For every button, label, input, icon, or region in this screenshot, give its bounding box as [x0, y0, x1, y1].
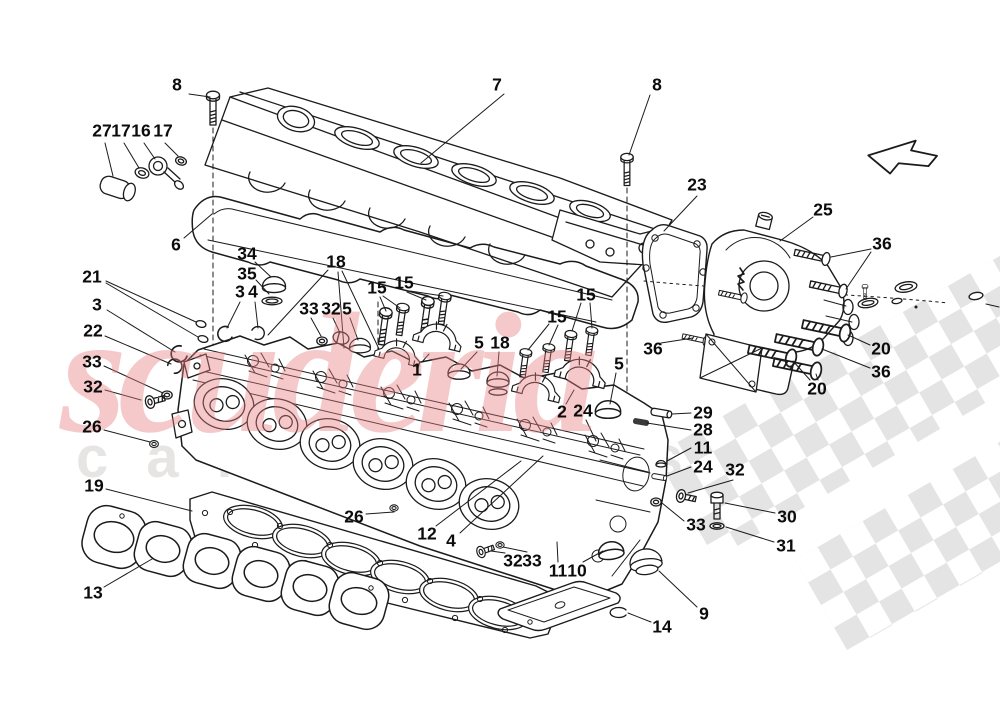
core-plugs	[474, 539, 663, 619]
part-callout-20: 20	[871, 338, 891, 359]
part-callout-15: 15	[547, 306, 567, 327]
part-callout-23: 23	[687, 174, 707, 195]
part-callout-31: 31	[776, 535, 796, 556]
part-callout-33: 33	[299, 298, 319, 319]
part-callout-8: 8	[172, 74, 182, 95]
part-callout-26: 26	[82, 416, 102, 437]
part-callout-29: 29	[693, 402, 713, 423]
part-callout-24: 24	[693, 456, 713, 477]
part-callout-36: 36	[872, 233, 892, 254]
part-callout-32: 32	[321, 298, 341, 319]
part-callout-5: 5	[474, 332, 484, 353]
part-callout-16: 16	[131, 120, 151, 141]
intake-manifold-gasket	[81, 504, 390, 631]
part-callout-21: 21	[82, 266, 102, 287]
part-callout-33: 33	[686, 514, 706, 535]
lower-cover-plate	[497, 580, 621, 632]
part-callout-10: 10	[567, 560, 587, 581]
valve-cover	[204, 87, 677, 298]
part-callout-12: 12	[417, 523, 437, 544]
cam-caps-and-plugs	[143, 275, 622, 512]
part-callout-11: 11	[548, 560, 568, 581]
part-callout-32: 32	[83, 376, 103, 397]
part-callout-30: 30	[777, 506, 797, 527]
part-callout-32: 32	[503, 550, 523, 571]
part-callout-17: 17	[153, 120, 173, 141]
end-cover-gasket	[641, 223, 708, 324]
part-callout-15: 15	[576, 284, 596, 305]
part-callout-32: 32	[725, 459, 745, 480]
part-callout-36: 36	[871, 361, 891, 382]
part-callout-20: 20	[807, 378, 827, 399]
dowels-and-plugs	[632, 407, 725, 530]
arrow-left-icon	[867, 139, 938, 175]
part-callout-5: 5	[342, 298, 352, 319]
part-callout-34: 34	[237, 243, 257, 264]
breather-parts	[99, 156, 188, 202]
part-callout-22: 22	[83, 320, 103, 341]
part-callout-27: 27	[92, 120, 112, 141]
part-callout-33: 33	[522, 550, 542, 571]
callout-leader-lines	[103, 93, 872, 623]
part-callout-15: 15	[394, 272, 414, 293]
part-callout-19: 19	[84, 475, 104, 496]
part-callout-6: 6	[171, 234, 181, 255]
part-callout-3: 3	[235, 281, 245, 302]
end-housing	[643, 211, 1000, 396]
part-callout-7: 7	[492, 74, 502, 95]
part-callout-2: 2	[557, 401, 567, 422]
part-callout-36: 36	[643, 338, 663, 359]
part-callout-4: 4	[248, 281, 258, 302]
part-callout-26: 26	[344, 506, 364, 527]
part-callout-33: 33	[82, 351, 102, 372]
part-callout-28: 28	[693, 419, 713, 440]
part-callout-15: 15	[367, 277, 387, 298]
part-callout-35: 35	[237, 263, 257, 284]
part-callout-17: 17	[111, 120, 131, 141]
part-callout-13: 13	[83, 582, 103, 603]
part-callout-3: 3	[92, 294, 102, 315]
part-callout-1: 1	[412, 359, 422, 380]
part-callout-4: 4	[446, 530, 456, 551]
part-callout-9: 9	[699, 603, 709, 624]
part-callout-25: 25	[813, 199, 833, 220]
part-callout-18: 18	[326, 251, 346, 272]
part-callout-18: 18	[490, 332, 510, 353]
part-callout-11: 11	[693, 437, 713, 458]
cylinder-head	[171, 330, 711, 599]
part-callout-24: 24	[573, 400, 593, 421]
part-callout-5: 5	[614, 353, 624, 374]
part-callout-14: 14	[652, 616, 672, 637]
valve-cover-gasket	[191, 195, 639, 330]
part-callout-8: 8	[652, 74, 662, 95]
